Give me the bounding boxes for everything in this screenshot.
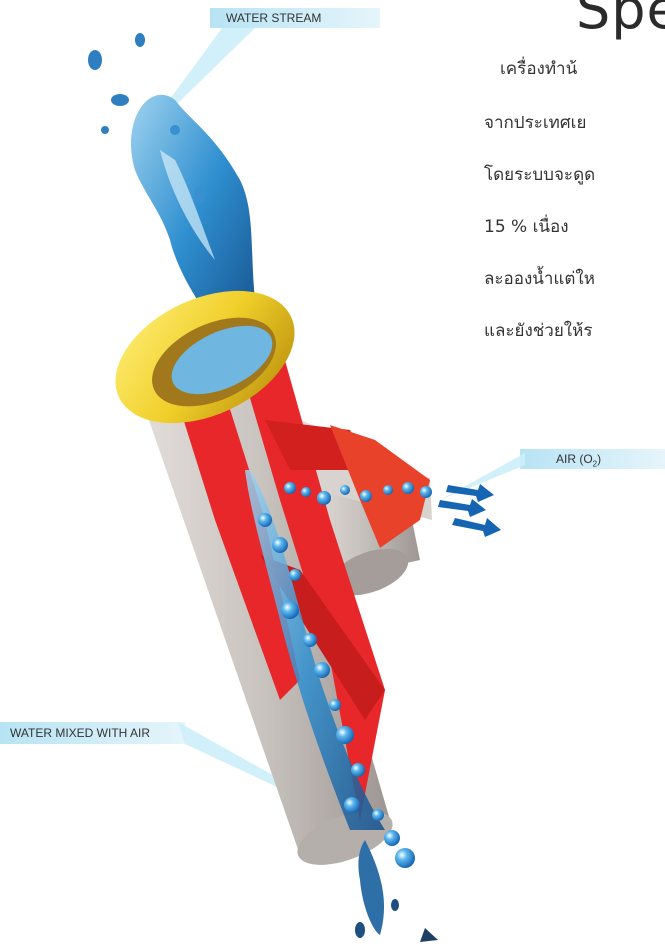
section-heading: Spe — [576, 0, 665, 41]
paragraph-line-1: เครื่องทำน้ — [500, 61, 577, 78]
water-mixed-label: WATER MIXED WITH AIR — [10, 726, 150, 740]
paragraph-line-3: โดยระบบจะดูด — [484, 167, 595, 184]
paragraph-line-5: ละอองน้ำแต่ให — [484, 271, 595, 288]
water-stream-label: WATER STREAM — [226, 11, 321, 25]
paragraph-line-2: จากประเทศเย — [484, 115, 586, 132]
air-label: AIR (O2) — [556, 452, 601, 468]
paragraph-line-6: และยังช่วยให้ร — [484, 323, 592, 340]
air-label-suffix: ) — [597, 452, 601, 466]
air-inflow-arrows — [438, 484, 501, 537]
paragraph-line-4: 15 % เนื่อง — [484, 219, 569, 236]
air-label-prefix: AIR (O — [556, 452, 593, 466]
